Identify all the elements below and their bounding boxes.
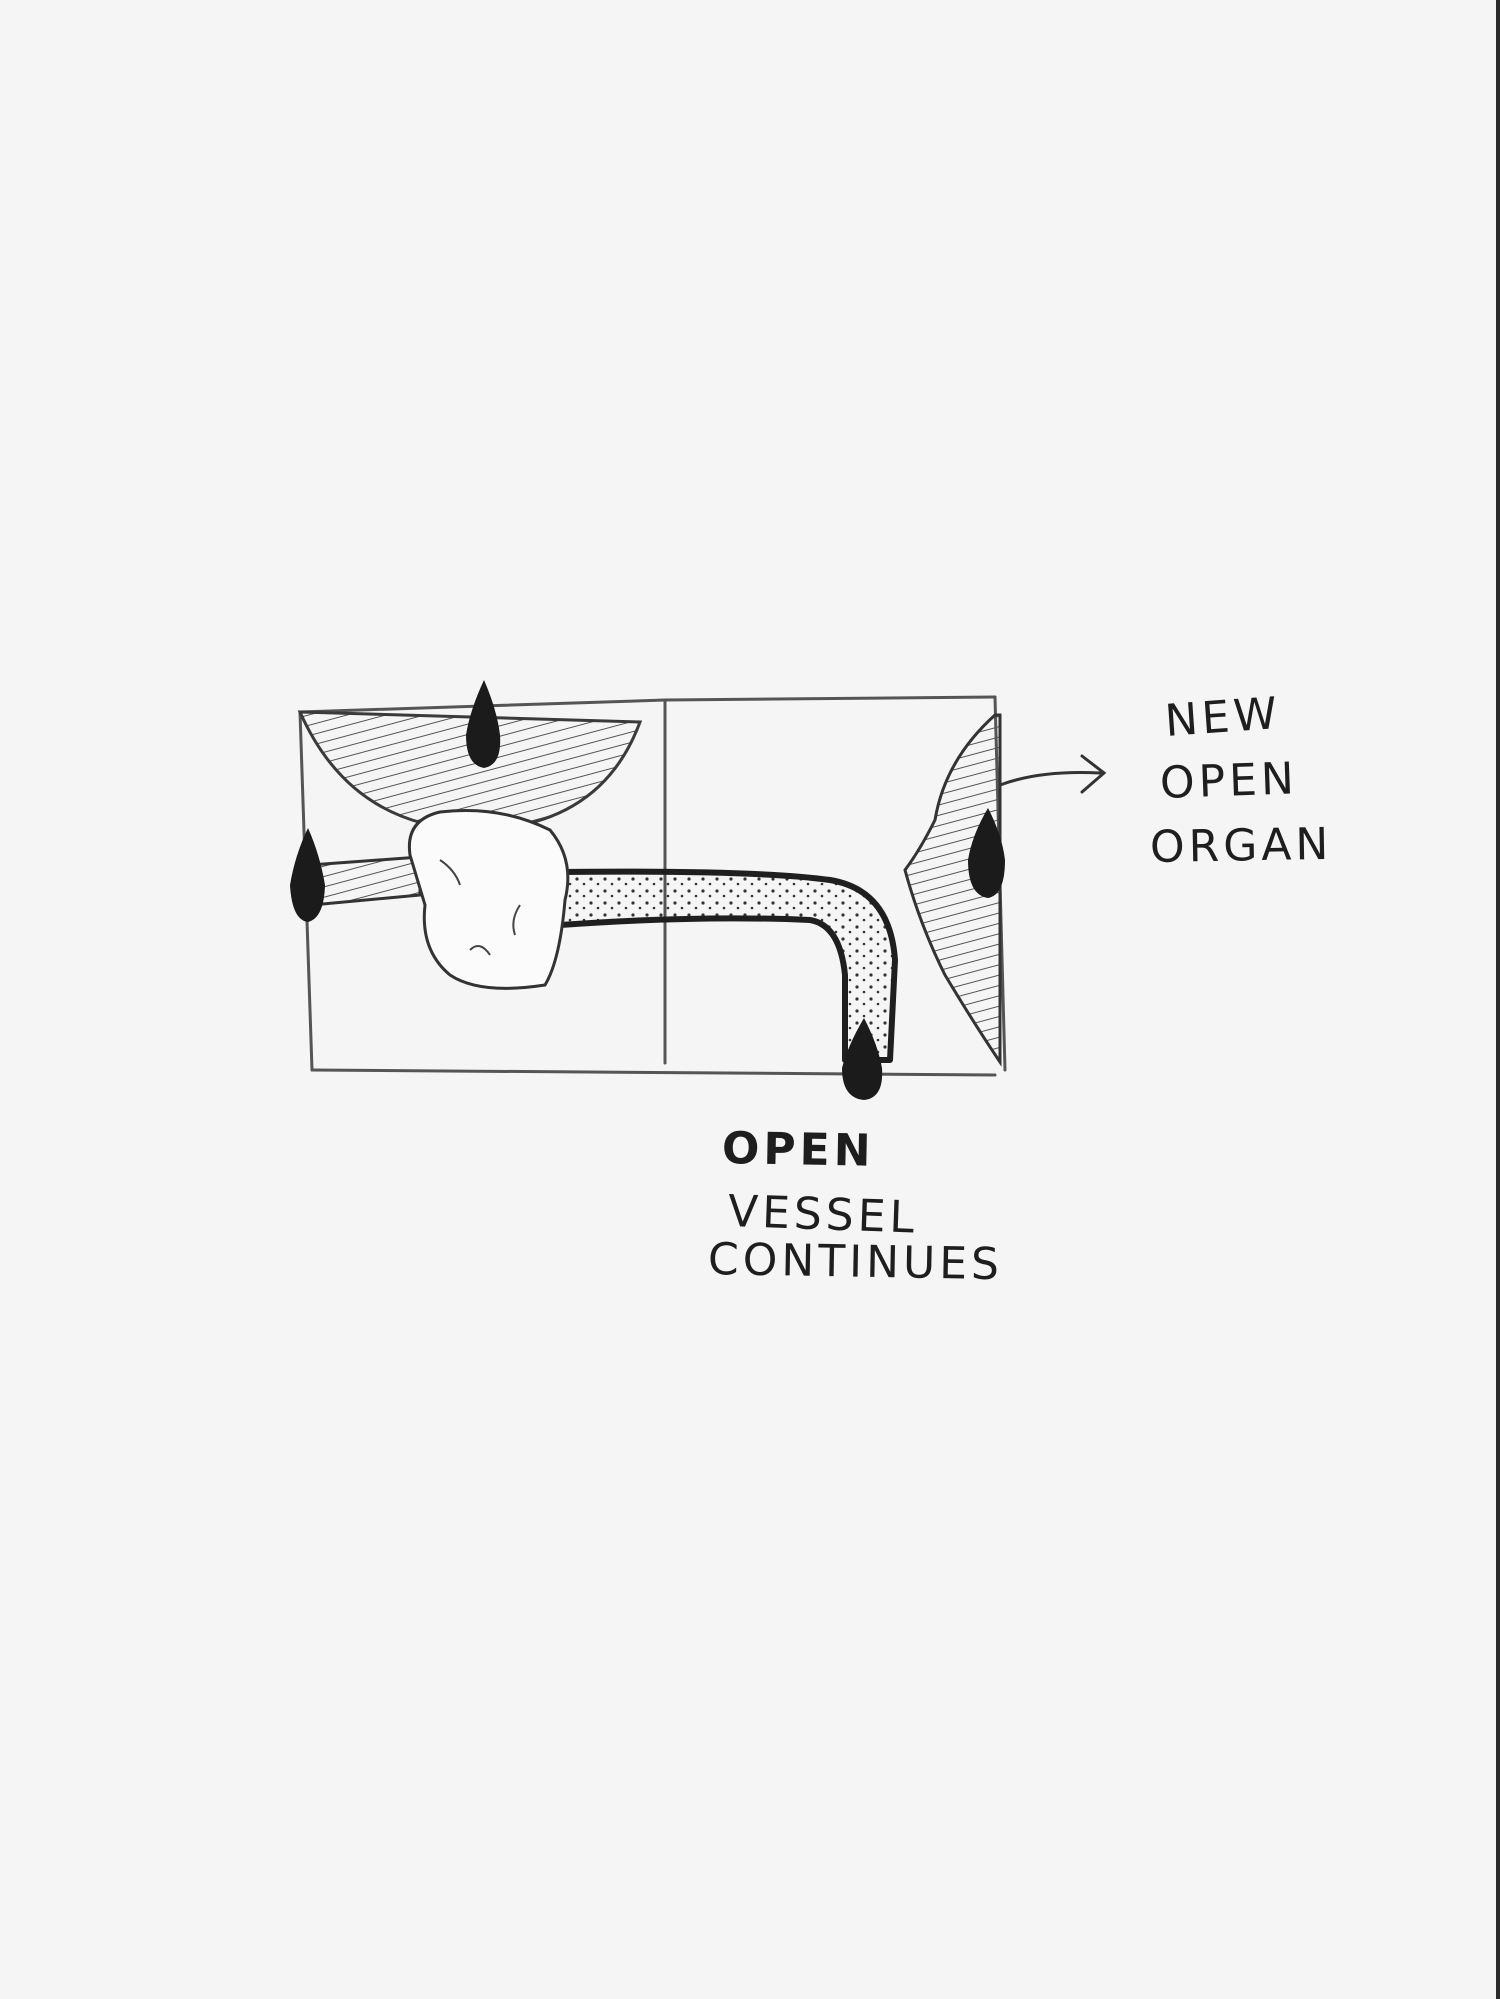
paper-edge xyxy=(1496,0,1500,1999)
label-vessel-line-2: VESSEL xyxy=(727,1190,918,1241)
label-organ-line-1: NEW xyxy=(1163,692,1282,744)
label-vessel-line-3: CONTINUES xyxy=(708,1238,1004,1287)
label-vessel-line-1: OPEN xyxy=(722,1127,875,1174)
vessel-left xyxy=(310,857,420,905)
drop-left xyxy=(290,828,325,922)
arrow xyxy=(1000,756,1104,792)
label-organ-line-3: ORGAN xyxy=(1150,823,1333,870)
arrow-shaft xyxy=(1000,773,1100,786)
drop-top xyxy=(466,680,500,768)
open-vessel xyxy=(560,872,895,1060)
connector-organ xyxy=(409,810,567,988)
label-organ-line-2: OPEN xyxy=(1159,757,1298,806)
